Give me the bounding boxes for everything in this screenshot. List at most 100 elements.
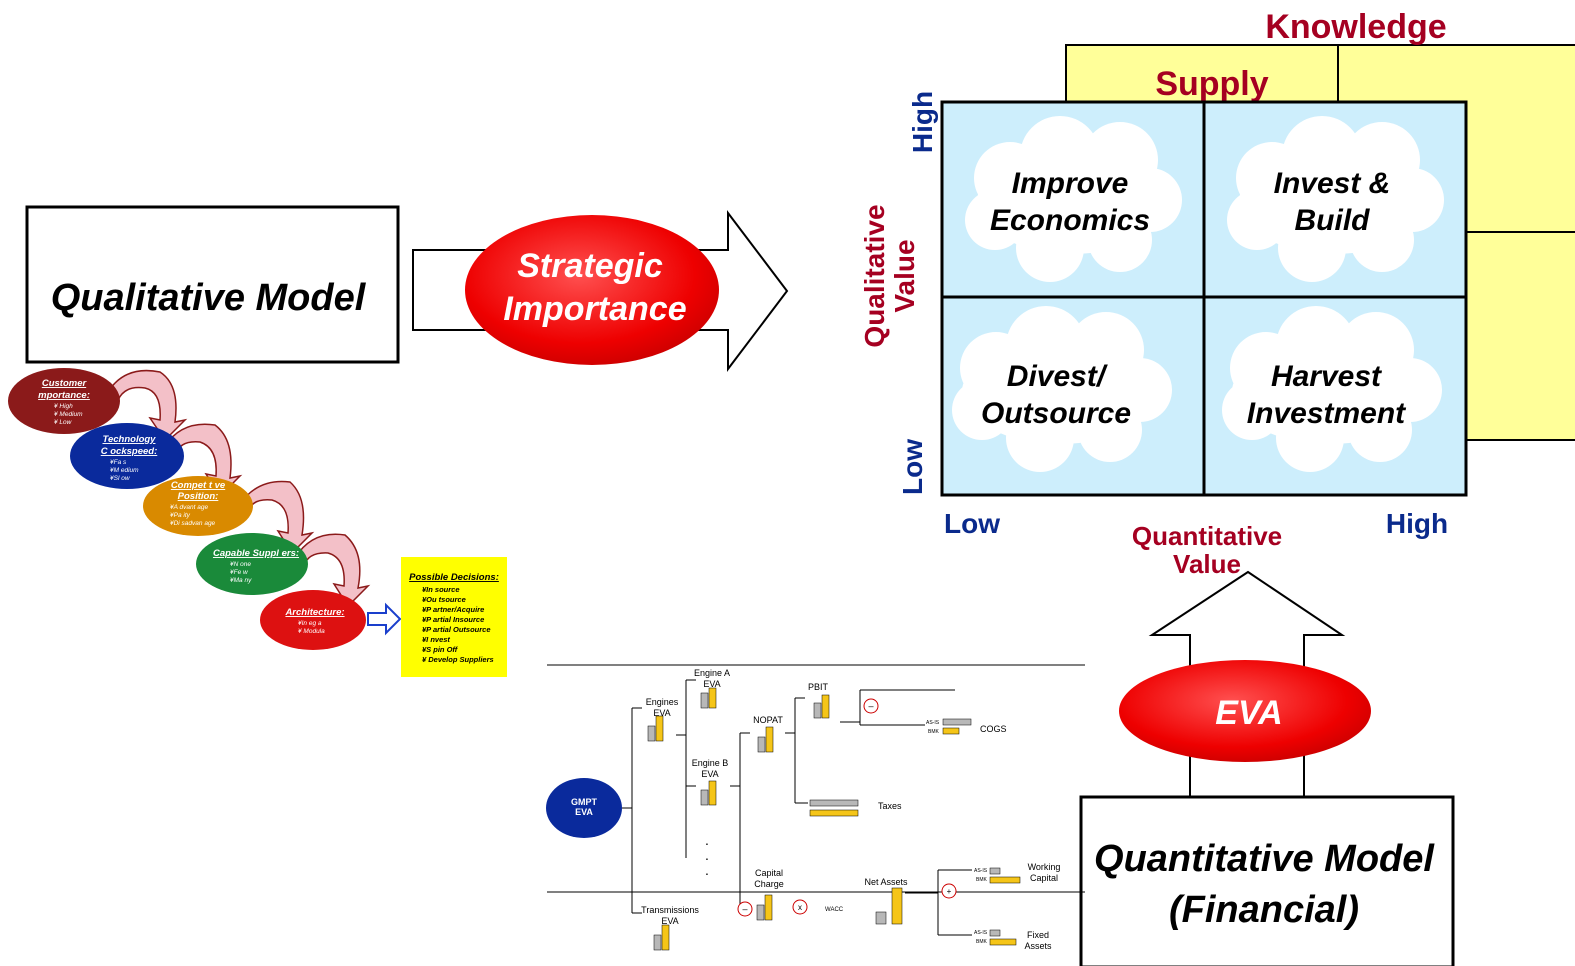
cloud-bottom-right [1222,306,1442,472]
factor-suppliers-item-3: ¥Ma ny [230,577,252,584]
decision-item-7: ¥S pin Off [422,645,459,654]
x-axis-title-line2: Value [1173,549,1241,579]
ellipsis-dot-2: . [705,847,709,863]
quadrant-invest-build-line1: Invest & [1274,167,1391,200]
knowledge-heading: Knowledge [1265,8,1446,46]
factor-competitive-item-2: ¥Pa ity [170,512,191,519]
supply-heading: Supply [1155,65,1268,103]
engine-a-eva-line1: Engine A [694,668,730,678]
possible-decisions-box [401,557,507,677]
decision-item-1: ¥In source [422,585,460,594]
factor-technology-title-2: C ockspeed: [101,446,158,457]
strategic-importance-line2: Importance [503,290,686,328]
wacc-times-symbol: x [798,903,802,912]
factor-technology-item-2: ¥M edium [110,467,139,474]
decision-item-6: ¥I nvest [422,635,450,644]
quantitative-model-title-line2: (Financial) [1169,889,1359,931]
working-capital-line2: Capital [1030,873,1058,883]
factor-suppliers-title: Capable Suppl ers: [213,548,299,559]
factor-architecture-title: Architecture: [284,607,344,618]
qualitative-model-box [25,205,400,364]
factor-technology-item-1: ¥Fa s [110,459,127,466]
factor-customer-item-3: ¥ Low [54,419,73,426]
strategy-matrix: Improve Economics Invest & Build Divest/… [940,100,1468,497]
pbit-minus-operator [863,698,879,714]
capital-minus-operator [737,901,753,917]
factor-suppliers-item-2: ¥Fe w [230,569,249,576]
factor-customer-item-2: ¥ Medium [54,411,83,418]
x-axis-title-line1: Quantitative [1132,521,1282,551]
mini-horizontal-bars [809,718,1021,946]
x-axis-high-label: High [1386,508,1448,539]
factor-customer-title-2: mportance: [38,390,90,401]
factor-architecture [260,590,366,650]
quadrant-divest-outsource-line2: Outsource [981,397,1131,430]
y-axis-title-line1: Qualitative [859,204,890,347]
factor-competitive-position [143,476,253,536]
factor-customer-title-1: Customer [42,378,88,389]
as-is-label-wc: AS-IS [974,868,988,874]
decision-item-4: ¥P artial Insource [422,615,484,624]
decision-item-3: ¥P artner/Acquire [422,605,484,614]
as-is-label-fa: AS-IS [974,930,988,936]
quadrant-invest-build-line2: Build [1295,204,1371,237]
engines-eva-line2: EVA [653,708,670,718]
factor-customer-item-1: ¥ High [54,403,73,410]
eva-label: EVA [1215,694,1282,732]
factor-customer-importance [8,368,120,434]
capital-charge-line2: Charge [754,879,784,889]
as-is-label-cogs: AS-IS [926,720,940,726]
decision-item-8: ¥ Develop Suppliers [422,655,494,664]
qualitative-model-title: Qualitative Model [51,277,367,319]
possible-decisions-title: Possible Decisions: [409,572,499,583]
fixed-assets-line2: Assets [1024,941,1052,951]
quadrant-harvest-investment-line1: Harvest [1271,360,1383,393]
capital-charge-line1: Capital [755,868,783,878]
engine-a-eva-line2: EVA [703,679,720,689]
factor-technology-title-1: Technology [103,434,157,445]
quadrant-divest-outsource-line1: Divest/ [1007,360,1108,393]
y-axis-high-label: High [907,91,938,153]
y-axis-title-line2: Value [889,239,920,312]
wacc-label: WACC [825,907,844,913]
cloud-top-right [1227,116,1444,282]
quantitative-model-title-line1: Quantitative Model [1094,838,1435,880]
quadrant-harvest-investment-line2: Investment [1247,397,1407,430]
y-axis-low-label: Low [897,439,928,495]
quantitative-model-box [1079,795,1455,966]
decisions-arrow [367,602,402,636]
gmpt-eva-line2: EVA [575,807,593,817]
factor-architecture-item-2: ¥ Modula [298,628,325,635]
bmk-label-fa: BMK [976,939,988,945]
fixed-assets-line1: Fixed [1027,930,1049,940]
wacc-times-operator [792,899,808,915]
strategic-importance-line1: Strategic [517,247,663,285]
transmissions-eva-line1: Transmissions [641,905,699,915]
gmpt-eva-line1: GMPT [571,797,598,807]
capital-minus-symbol: – [742,904,747,914]
quadrant-improve-economics-line2: Economics [990,204,1150,237]
decision-item-2: ¥Ou tsource [422,595,466,604]
factor-cascade: Customer mportance: ¥ High ¥ Medium ¥ Lo… [8,368,402,650]
factor-architecture-item-1: ¥In eg a [298,620,322,627]
factor-technology-clockspeed [70,423,184,489]
bmk-label-wc: BMK [976,877,988,883]
engines-eva-line1: Engines [646,697,679,707]
net-assets-plus-symbol: + [947,887,952,896]
quadrant-improve-economics-line1: Improve [1012,167,1129,200]
x-axis-low-label: Low [944,508,1000,539]
factor-competitive-item-1: ¥A dvant age [170,504,208,511]
strategic-importance-ellipse [465,215,719,365]
ellipsis-dot-1: . [705,832,709,848]
ellipsis-dot-3: . [705,862,709,878]
taxes-label: Taxes [878,801,902,811]
net-assets-plus-operator [941,883,957,899]
nopat-label: NOPAT [753,715,783,725]
factor-suppliers-item-1: ¥N one [230,561,251,568]
working-capital-line1: Working [1028,862,1061,872]
decision-item-5: ¥P artial Outsource [422,625,491,634]
engine-b-eva-line2: EVA [701,769,718,779]
factor-competitive-title-1: Compet t ve [171,480,226,491]
transmissions-eva-line2: EVA [661,916,678,926]
